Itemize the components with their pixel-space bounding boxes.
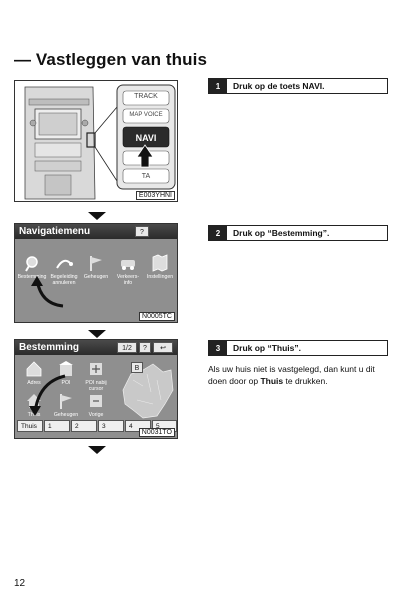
track-button-label: TRACK xyxy=(134,93,158,100)
dest-item-poi[interactable]: POI xyxy=(51,360,81,386)
figure-navigation-menu: Navigatiemenu ? Bestemming Begeleiding a… xyxy=(14,223,178,323)
dest-item-label: Geheugen xyxy=(53,412,79,418)
page-number: 12 xyxy=(14,578,26,589)
nav-menu-screen: Navigatiemenu ? Bestemming Begeleiding a… xyxy=(15,224,177,322)
bestemming-screen: Bestemming 1/2 ? ↩ B Adres POI POI nabij… xyxy=(15,340,177,438)
number-button-2[interactable]: 2 xyxy=(71,420,97,432)
magnifier-icon xyxy=(23,254,41,272)
menu-item-geheugen[interactable]: Geheugen xyxy=(81,254,111,280)
dest-item-geheugen[interactable]: Geheugen xyxy=(51,392,81,418)
navi-button-label: NAVI xyxy=(135,133,157,143)
figure-dashboard: TRACK MAP VOICE NAVI TA E003YHNI xyxy=(14,80,178,202)
house-icon xyxy=(25,360,43,378)
note-text: Als uw huis niet is vastgelegd, dan kunt… xyxy=(208,364,375,386)
flow-arrow-icon xyxy=(88,446,106,454)
dashboard-illustration xyxy=(15,81,177,201)
step-number: 3 xyxy=(209,341,227,355)
poi-cursor-icon xyxy=(87,360,105,378)
dest-item-label: Thuis xyxy=(27,412,41,418)
thuis-number-button[interactable]: Thuis xyxy=(17,420,43,432)
number-button-3[interactable]: 3 xyxy=(98,420,124,432)
figure-code: N0031TO xyxy=(138,428,175,437)
flag-icon xyxy=(87,254,105,272)
flow-arrow-icon xyxy=(88,212,106,220)
help-button[interactable]: ? xyxy=(139,342,151,353)
step-3-note: Als uw huis niet is vastgelegd, dan kunt… xyxy=(208,363,393,387)
number-button-1[interactable]: 1 xyxy=(44,420,70,432)
step-text: Druk op “Bestemming”. xyxy=(233,228,330,238)
history-icon xyxy=(87,392,105,410)
dest-item-vorige[interactable]: Vorige xyxy=(81,392,111,418)
dest-item-label: Vorige xyxy=(88,412,104,418)
menu-item-label: Begeleiding annuleren xyxy=(50,274,78,286)
figure-bestemming: Bestemming 1/2 ? ↩ B Adres POI POI nabij… xyxy=(14,339,178,439)
flag-icon xyxy=(57,392,75,410)
dest-item-label: Adres xyxy=(27,380,41,386)
step-text: Druk op de toets NAVI. xyxy=(233,81,325,91)
ta-button-label: TA xyxy=(141,173,151,180)
step-3: 3 Druk op “Thuis”. xyxy=(208,340,388,356)
step-1: 1 Druk op de toets NAVI. xyxy=(208,78,388,94)
dest-item-label: POI nabij cursor xyxy=(85,380,107,392)
screen-header: Navigatiemenu xyxy=(15,224,177,239)
building-icon xyxy=(57,360,75,378)
menu-item-verkeersinfo[interactable]: Verkeers-info xyxy=(113,254,143,286)
step-2: 2 Druk op “Bestemming”. xyxy=(208,225,388,241)
step-text: Druk op “Thuis”. xyxy=(233,343,301,353)
menu-item-label: Bestemming xyxy=(17,274,47,280)
note-text-end: te drukken. xyxy=(283,376,328,386)
flow-arrow-icon xyxy=(88,330,106,338)
route-cancel-icon xyxy=(55,254,73,272)
dest-item-label: POI xyxy=(61,380,71,386)
note-bold-text: Thuis xyxy=(260,376,284,386)
page-title: — Vastleggen van thuis xyxy=(14,50,208,69)
menu-item-instellingen[interactable]: Instellingen xyxy=(145,254,175,280)
pointer-arrow-icon xyxy=(29,374,66,416)
menu-item-begeleiding[interactable]: Begeleiding annuleren xyxy=(49,254,79,286)
menu-item-label: Instellingen xyxy=(146,274,174,280)
step-number: 2 xyxy=(209,226,227,240)
figure-code: E003YHNI xyxy=(135,191,175,200)
menu-item-label: Geheugen xyxy=(83,274,109,280)
help-button[interactable]: ? xyxy=(135,226,149,237)
map-button-label: MAP VOICE xyxy=(129,112,163,118)
menu-item-label: Verkeers-info xyxy=(116,274,140,286)
step-number: 1 xyxy=(209,79,227,93)
map-settings-icon xyxy=(151,254,169,272)
europe-map-image xyxy=(122,363,174,419)
pointer-arrow-icon xyxy=(31,276,64,308)
map-badge: B xyxy=(131,362,143,373)
dest-item-adres[interactable]: Adres xyxy=(19,360,49,386)
page-indicator-button[interactable]: 1/2 xyxy=(117,342,137,353)
menu-item-bestemming[interactable]: Bestemming xyxy=(17,254,47,280)
traffic-icon xyxy=(119,254,137,272)
dest-item-poi-nearby[interactable]: POI nabij cursor xyxy=(81,360,111,392)
figure-code: N0005TC xyxy=(139,312,175,321)
back-button[interactable]: ↩ xyxy=(153,342,173,353)
